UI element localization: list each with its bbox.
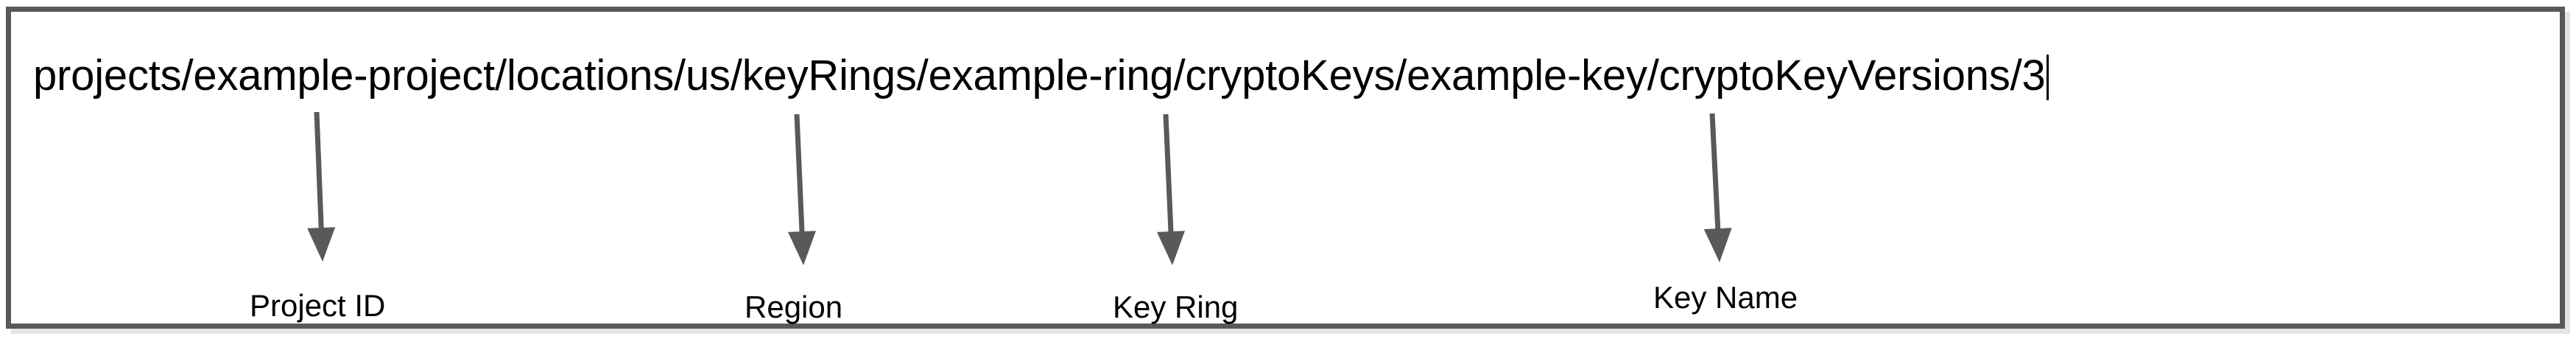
annotation-label-key-ring: Key Ring [1113, 290, 1239, 324]
annotation-label-region: Region [745, 290, 843, 324]
annotation-label-key-name: Key Name [1653, 280, 1798, 315]
text-caret [2046, 55, 2049, 100]
resource-path-text: projects/example-project/locations/us/ke… [33, 52, 2046, 99]
text-field-frame[interactable]: projects/example-project/locations/us/ke… [6, 7, 2565, 329]
resource-path-field[interactable]: projects/example-project/locations/us/ke… [33, 50, 2049, 102]
annotation-label-project-id: Project ID [250, 288, 386, 323]
